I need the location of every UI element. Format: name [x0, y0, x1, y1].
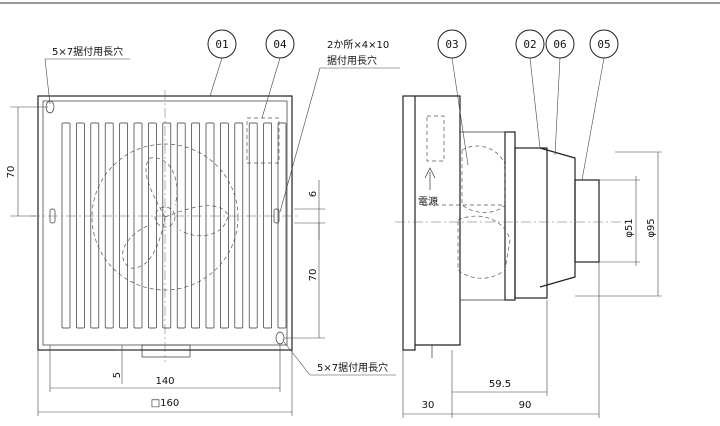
part-tag-05: 05 [581, 29, 619, 181]
louver-slat [176, 122, 186, 329]
front-view [30, 90, 300, 362]
side-motor-housing [514, 147, 548, 299]
dim-6: 6 [308, 191, 319, 197]
part-tag-02: 02 [515, 29, 545, 149]
louver-slat [61, 122, 71, 329]
part-tag-06: 06 [545, 29, 575, 156]
side-dimensions: φ51 φ95 59.5 30 90 [402, 151, 662, 418]
power-arrow [424, 167, 436, 179]
note-slot-side-line2: 据付用長穴 [327, 54, 377, 67]
svg-text:05: 05 [597, 38, 610, 51]
side-view: 電源 [395, 95, 625, 358]
note-slot-bottom: 5×7据付用長穴 [317, 361, 388, 374]
dim-70-left: 70 [6, 166, 17, 179]
fan-blade-1 [145, 157, 178, 218]
front-annotations: 5×7据付用長穴 01 04 2か所×4×10 据付用長穴 5×7据付用長穴 [44, 29, 400, 376]
side-duct-adapter [574, 179, 600, 263]
part-tag-01: 01 [207, 29, 237, 97]
dim-160: □160 [151, 398, 180, 409]
side-flange [504, 131, 516, 301]
part-tag-03: 03 [437, 29, 469, 166]
front-dimensions: 70 6 70 5 140 □160 [6, 106, 325, 416]
svg-text:03: 03 [445, 38, 458, 51]
svg-text:02: 02 [523, 38, 536, 51]
louver-slat [76, 122, 85, 329]
dim-5: 5 [112, 372, 123, 378]
louver-grille [61, 122, 287, 329]
side-fan-hidden [461, 145, 506, 213]
dim-90: 90 [519, 400, 532, 411]
louver-slat [205, 122, 215, 329]
slot-bottom-right [275, 331, 285, 345]
louver-slat [248, 122, 258, 329]
louver-slat [148, 122, 157, 329]
louver-slat [220, 122, 229, 329]
louver-slat [191, 122, 200, 329]
side-front-plate [402, 95, 416, 351]
louver-slat [90, 122, 100, 329]
part-tag-04: 04 [261, 29, 295, 119]
svg-text:01: 01 [215, 38, 228, 51]
louver-slat [234, 122, 244, 329]
dim-59-5: 59.5 [489, 379, 511, 390]
fan-hub [154, 206, 176, 228]
dim-phi51: φ51 [624, 218, 635, 237]
dim-phi95: φ95 [646, 218, 657, 237]
dim-30: 30 [422, 400, 435, 411]
svg-text:04: 04 [273, 38, 287, 51]
dim-70-right: 70 [308, 269, 319, 282]
terminal-box-hidden [246, 117, 280, 164]
louver-slat [119, 122, 128, 329]
note-power: 電源 [418, 195, 438, 208]
side-duct-collar [539, 147, 576, 288]
side-body-outline [415, 95, 461, 346]
dim-140: 140 [155, 376, 174, 387]
note-slot-side-line1: 2か所×4×10 [327, 39, 389, 51]
bottom-tab [141, 344, 191, 358]
louver-slat [263, 122, 272, 329]
louver-slat [133, 122, 143, 329]
side-annotations: 03 02 06 05 [437, 29, 619, 181]
side-terminal-hidden [426, 115, 445, 162]
fan-blade-3 [122, 216, 166, 269]
louver-slat [104, 122, 114, 329]
svg-text:06: 06 [553, 38, 566, 51]
louver-slat [277, 122, 287, 329]
note-slot-top: 5×7据付用長穴 [52, 45, 123, 58]
